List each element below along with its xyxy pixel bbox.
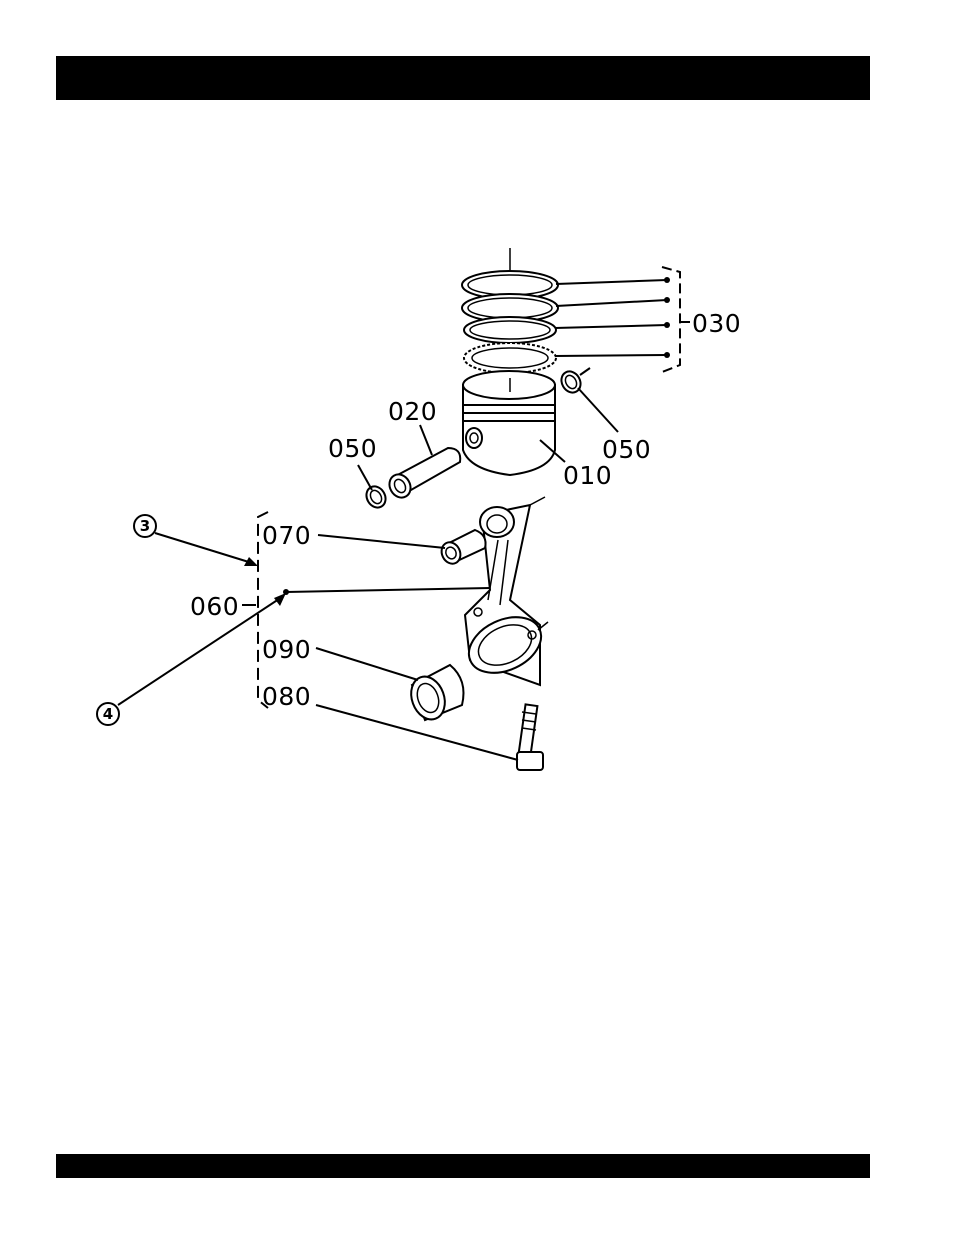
label-050-right: 050	[602, 435, 651, 464]
label-090: 090	[262, 635, 311, 664]
label-050-left: 050	[328, 434, 377, 463]
label-020: 020	[388, 397, 437, 426]
callout-4: 4	[97, 703, 119, 725]
piston-pin-boss	[466, 428, 482, 448]
connecting-rod	[460, 497, 550, 685]
piston	[463, 371, 555, 475]
label-030: 030	[692, 309, 741, 338]
label-080: 080	[262, 682, 311, 711]
label-070: 070	[262, 521, 311, 550]
small-end-bushing	[438, 530, 485, 567]
callout-3-number: 3	[140, 517, 150, 535]
label-060: 060	[190, 592, 239, 621]
callout-3: 3	[134, 515, 156, 537]
label-010: 010	[563, 461, 612, 490]
snap-ring-left	[363, 483, 390, 511]
piston-rings	[462, 248, 558, 373]
piston-pin	[385, 448, 460, 501]
connecting-rod-bolt	[517, 704, 543, 770]
crank-pin-bearing	[405, 665, 463, 724]
callout-4-number: 4	[103, 705, 113, 723]
